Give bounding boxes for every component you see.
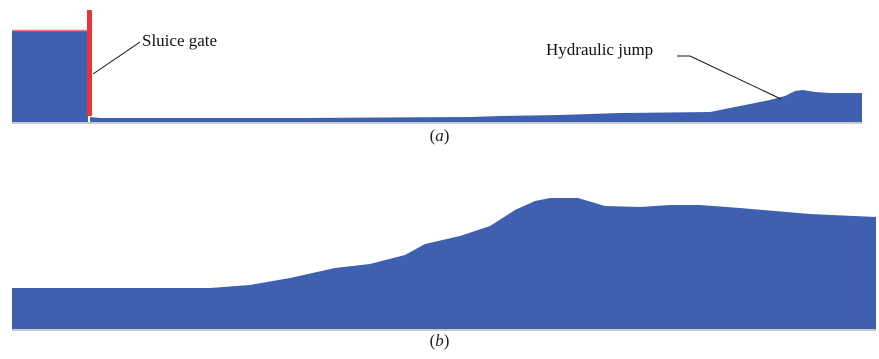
upstream-reservoir <box>12 30 88 122</box>
hydraulic-jump-label: Hydraulic jump <box>546 40 653 59</box>
caption-letter: a <box>435 126 444 145</box>
downstream-flow-profile <box>90 90 862 122</box>
caption-letter: b <box>435 331 444 350</box>
panel-b <box>0 160 879 359</box>
caption-b: (b) <box>429 331 450 350</box>
jump-closeup-profile <box>12 198 876 329</box>
panel-a-figure: Sluice gate Hydraulic jump <box>12 10 862 124</box>
panel-a: Sluice gate Hydraulic jump <box>0 0 879 150</box>
caption-a: (a) <box>429 126 450 145</box>
sluice-gate-label: Sluice gate <box>142 31 217 50</box>
panel-b-figure <box>12 198 876 331</box>
sluice-gate <box>87 10 92 116</box>
sluice-gate-leader <box>92 41 141 75</box>
hydraulic-jump-leader <box>677 55 782 100</box>
